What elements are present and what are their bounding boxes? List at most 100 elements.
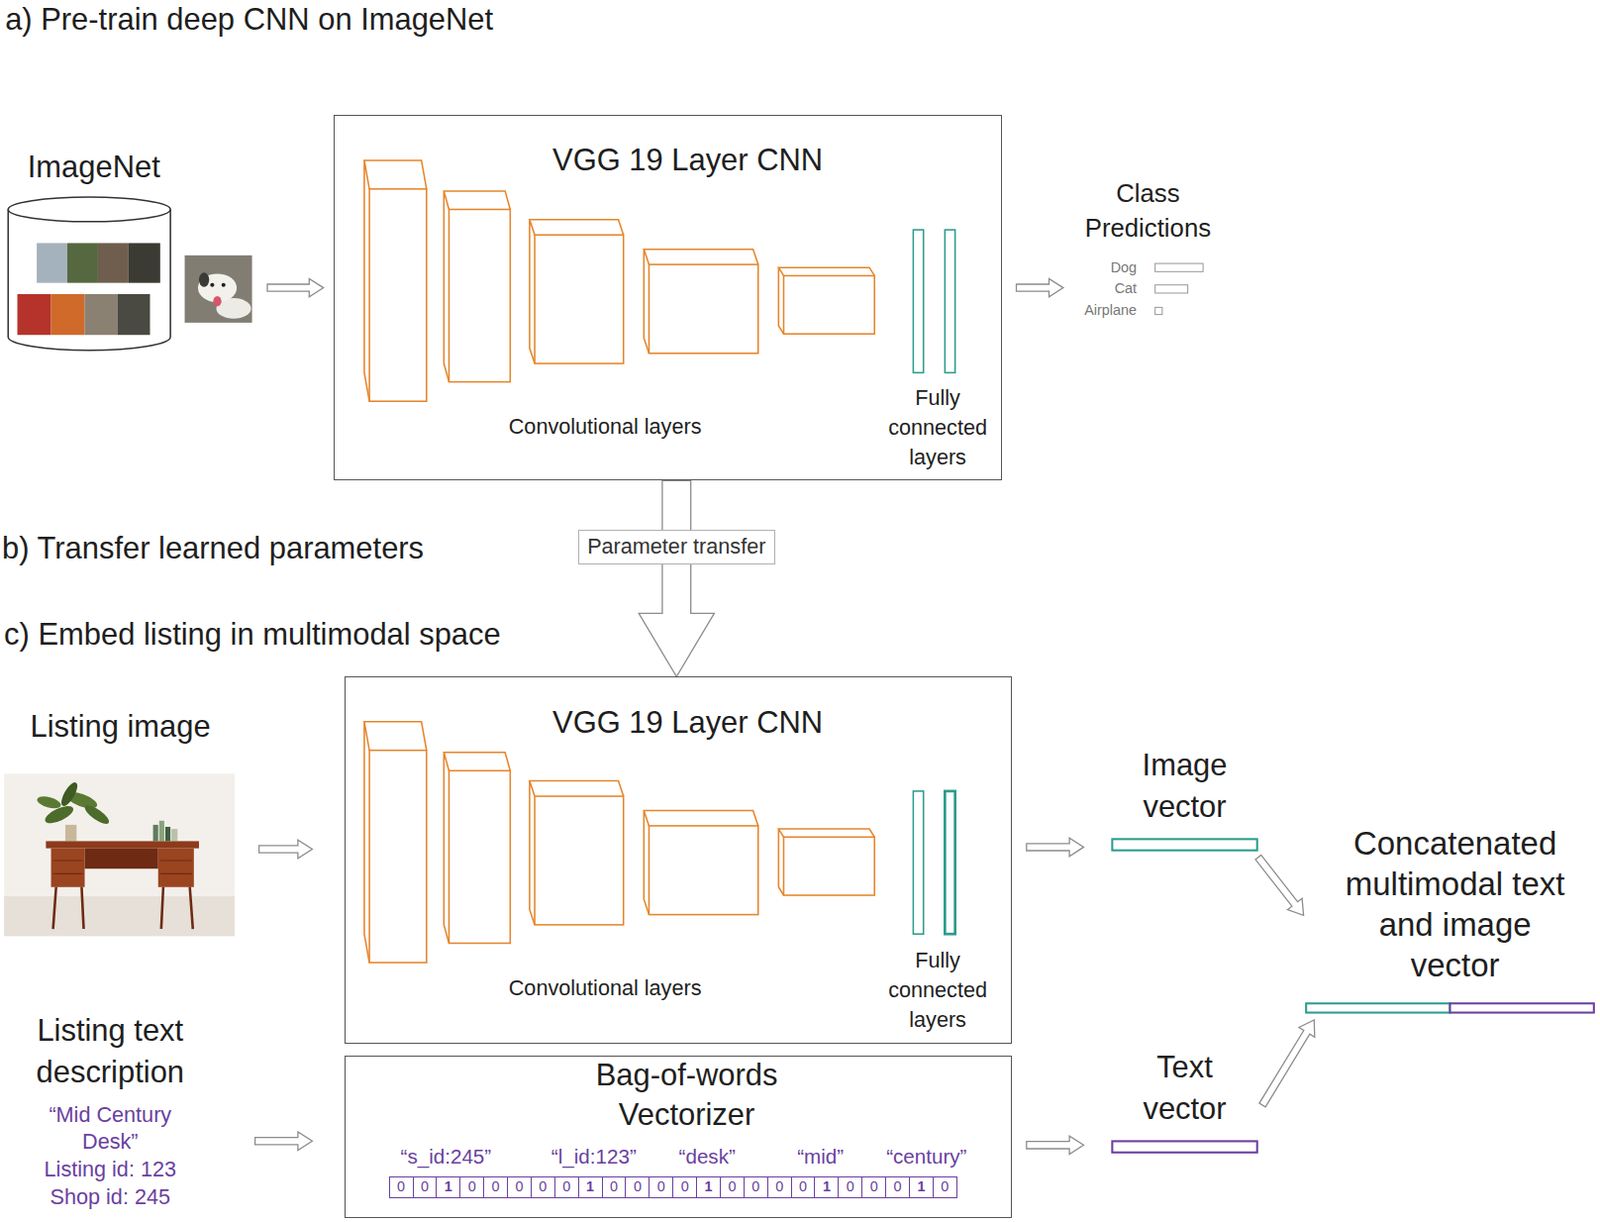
vector-cell: 0 <box>885 1176 910 1199</box>
section-heading: c) Embed listing in multimodal space <box>3 615 501 653</box>
node-title: ImageNet <box>6 148 181 186</box>
conv-block <box>443 191 510 383</box>
vector-node: Text vector <box>1109 1044 1259 1155</box>
vector-cell: 0 <box>743 1176 769 1199</box>
network-box: VGG 19 Layer CNNConvolutional layersFull… <box>333 114 1002 481</box>
edge-label: Parameter transfer <box>578 529 776 565</box>
conv-block <box>778 828 875 896</box>
vector-cell: 0 <box>389 1176 414 1199</box>
vector-cell: 0 <box>601 1176 627 1199</box>
hollow-arrow <box>1255 854 1304 915</box>
photo-thumb <box>128 242 161 283</box>
plant-leaf <box>35 794 63 810</box>
vector-cell: 0 <box>648 1176 674 1199</box>
conv-block <box>784 275 876 334</box>
node-title: Class Predictions <box>1071 176 1225 246</box>
vector-cell: 0 <box>837 1176 863 1199</box>
vector-cell: 1 <box>696 1176 721 1199</box>
node-title: VGG 19 Layer CNN <box>483 141 892 179</box>
desk-top <box>45 840 200 848</box>
node-text: Listing id: 123 <box>12 1155 207 1184</box>
cylinder-top <box>7 197 171 222</box>
node-text: Convolutional layers <box>452 974 759 1003</box>
plant-leaf <box>58 780 81 808</box>
token-caption: “l_id:123” <box>551 1143 637 1171</box>
photo-thumb <box>17 294 52 335</box>
fc-layer <box>912 229 923 373</box>
conv-block <box>364 721 427 963</box>
conv-block <box>784 836 876 896</box>
image-panel: Listing image <box>3 703 241 937</box>
dog-ear <box>199 272 209 287</box>
conv-block <box>648 825 758 915</box>
token-caption: “century” <box>886 1143 967 1171</box>
vector-node: Concatenated multimodal text and image v… <box>1305 815 1597 1016</box>
hollow-arrow <box>1026 1135 1085 1155</box>
node-title: VGG 19 Layer CNN <box>483 703 892 741</box>
node-text: Airplane <box>1065 300 1137 320</box>
dog-eye <box>221 283 226 288</box>
hollow-arrow <box>1016 278 1064 298</box>
vector-cell: 0 <box>767 1176 793 1199</box>
conv-layers <box>364 160 875 401</box>
vector-cell: 0 <box>719 1176 745 1199</box>
node-title: Listing text description <box>7 1009 212 1092</box>
photo-thumb <box>36 242 68 283</box>
conv-block <box>443 752 510 944</box>
vector-cell: 1 <box>435 1176 461 1199</box>
node-title: Concatenated multimodal text and image v… <box>1332 822 1578 987</box>
desk-drawers <box>158 848 195 888</box>
hollow-arrow <box>1026 837 1085 857</box>
token-caption: “desk” <box>679 1143 736 1171</box>
vector-node: Image vector <box>1109 742 1259 853</box>
node-text: Shop id: 245 <box>12 1183 207 1211</box>
node-text: Dog <box>1065 258 1137 278</box>
photo-thumb <box>51 294 86 335</box>
conv-block <box>648 264 758 354</box>
fc-layer <box>912 791 923 934</box>
text-panel: Listing text description “Mid Century Des… <box>7 1007 224 1215</box>
section-heading: b) Transfer learned parameters <box>1 529 424 567</box>
photo-thumb <box>85 294 118 335</box>
conv-block <box>534 234 624 364</box>
prediction-panel: Class PredictionsDogCatAirplane <box>1067 173 1229 327</box>
vector-cell: 1 <box>578 1176 603 1199</box>
score-bar <box>1155 263 1203 272</box>
vector-cell: 1 <box>908 1176 934 1199</box>
conv-block <box>369 189 427 401</box>
node-title: Text vector <box>1112 1046 1256 1131</box>
photo-thumb <box>117 294 151 335</box>
node-text: “Mid Century Desk” <box>33 1100 188 1157</box>
dog-photo <box>185 255 253 323</box>
hollow-arrow <box>1259 1019 1315 1107</box>
vector-cell: 1 <box>813 1176 839 1199</box>
drawer-lines <box>53 860 193 874</box>
photo-floor <box>3 896 235 936</box>
vector-cell: 0 <box>861 1176 887 1199</box>
listing-photo <box>3 773 235 936</box>
hollow-arrow <box>638 480 714 677</box>
vector-cell: 0 <box>672 1176 698 1199</box>
vector-cell: 0 <box>554 1176 580 1199</box>
dog-eye <box>209 283 214 288</box>
book <box>159 820 165 842</box>
hollow-arrow <box>267 278 324 298</box>
node-text: Cat <box>1065 279 1137 299</box>
node-title: Listing image <box>3 707 237 745</box>
token-caption: “s_id:245” <box>400 1143 493 1171</box>
score-bar <box>1155 285 1189 294</box>
node-title: Bag-of-words Vectorizer <box>533 1055 840 1135</box>
vector-cell: 0 <box>412 1176 438 1199</box>
image-part-bar <box>1305 1002 1450 1012</box>
desk-legs <box>53 887 194 929</box>
fc-layer <box>944 791 955 934</box>
conv-block <box>534 796 624 925</box>
node-text: Convolutional layers <box>452 412 759 442</box>
vector-cell: 0 <box>624 1176 650 1199</box>
section-heading: a) Pre-train deep CNN on ImageNet <box>4 0 494 38</box>
text-vector-bar <box>1111 1140 1257 1152</box>
vector-cell: 0 <box>459 1176 485 1199</box>
book <box>171 828 178 841</box>
